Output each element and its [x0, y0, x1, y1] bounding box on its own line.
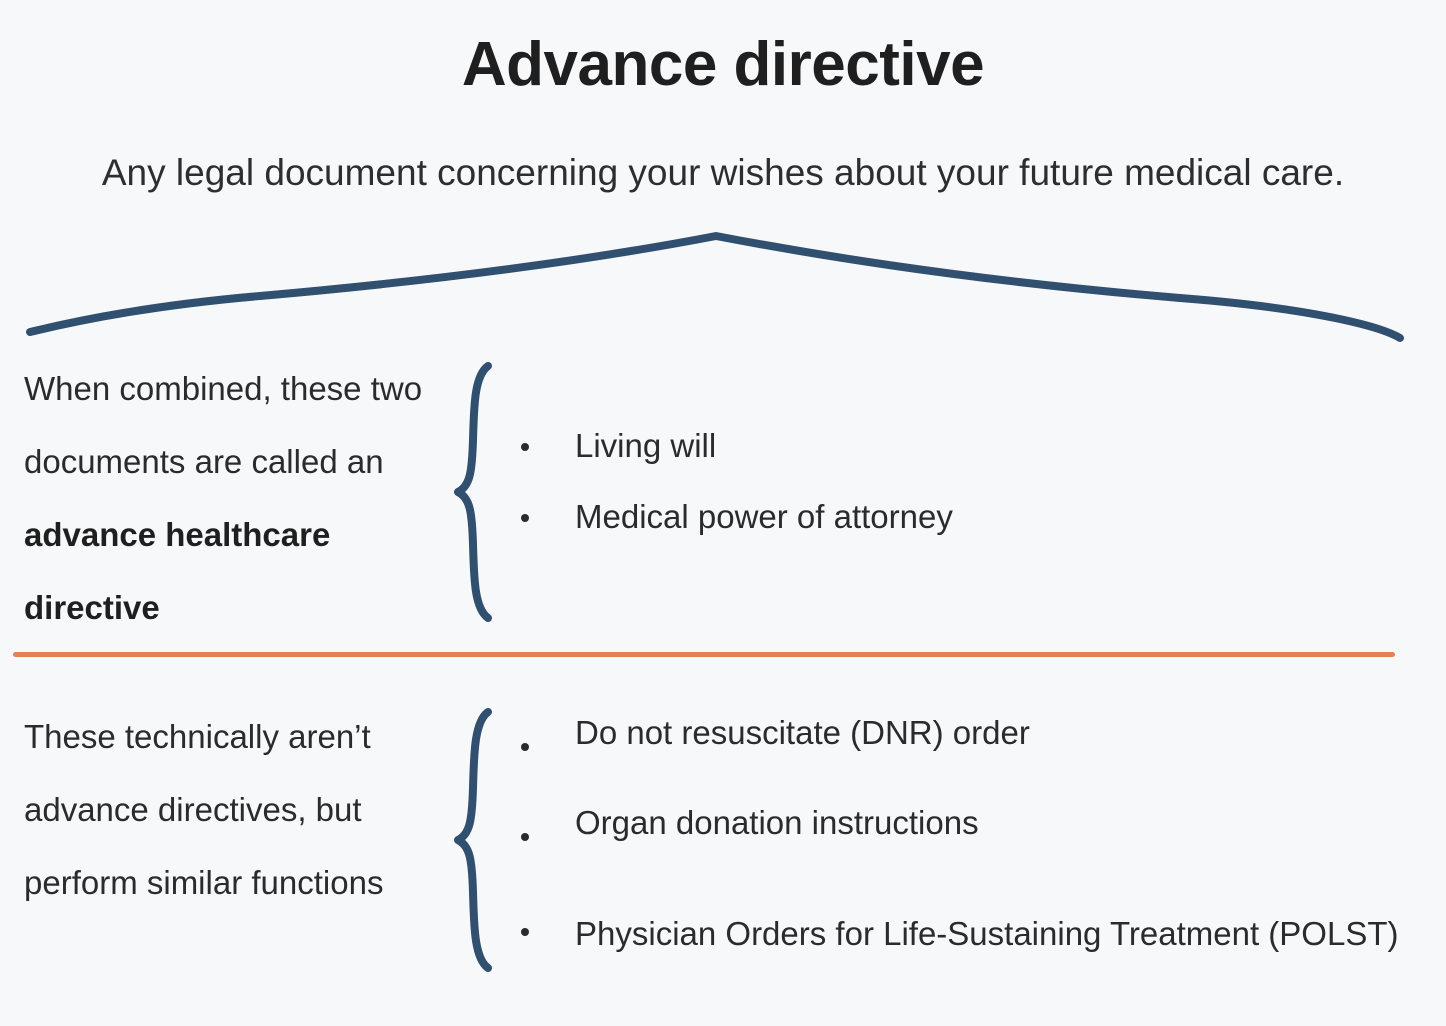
list-item: Do not resuscitate (DNR) order [505, 710, 1435, 800]
curly-brace-icon-top [454, 362, 492, 622]
horizontal-brace-icon [26, 232, 1404, 342]
section-similar-functions: These technically aren’t advance directi… [0, 700, 1446, 1026]
clipped-footer-artifact: · · · · · · · · [1182, 1012, 1432, 1026]
list-item: Medical power of attorney [505, 481, 1435, 552]
section-similar-functions-lead: These technically aren’t advance directi… [24, 718, 384, 901]
section-combined: When combined, these two documents are c… [0, 352, 1446, 642]
emphasis-text: advance healthcare directive [24, 516, 331, 626]
page-subtitle: Any legal document concerning your wishe… [101, 152, 1345, 193]
bullet-list-similar-functions: Do not resuscitate (DNR) order Organ don… [505, 710, 1435, 978]
list-item: Living will [505, 410, 1435, 481]
page-title: Advance directive [461, 30, 985, 99]
curly-brace-icon-bottom [454, 708, 492, 972]
section-divider [13, 652, 1395, 657]
list-item: Organ donation instructions [505, 800, 1435, 890]
list-item: Physician Orders for Life-Sustaining Tre… [505, 890, 1435, 978]
bullet-list-combined: Living will Medical power of attorney [505, 410, 1435, 552]
section-combined-lead: When combined, these two documents are c… [24, 370, 423, 626]
